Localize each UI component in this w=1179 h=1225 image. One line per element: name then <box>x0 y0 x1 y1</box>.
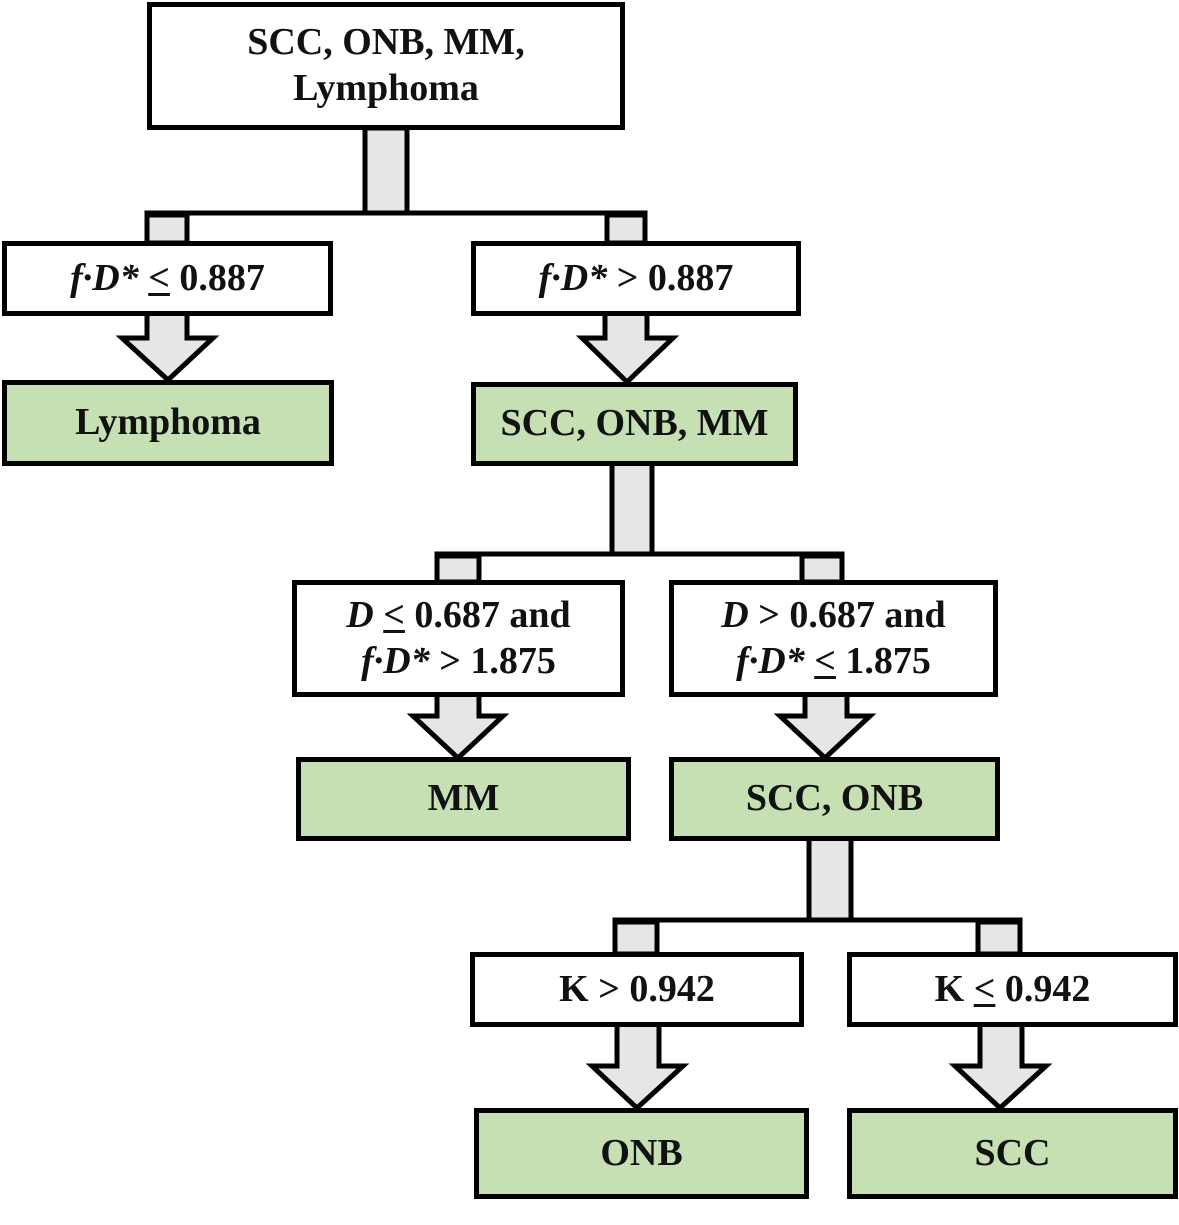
condition-value: 0.887 <box>179 256 265 299</box>
root-node: SCC, ONB, MM, Lymphoma <box>147 2 625 130</box>
level2-stem-connector <box>609 460 655 557</box>
level3-split-connector <box>612 917 1023 954</box>
condition-operator: < <box>383 593 405 636</box>
condition-node-l3-right: K < 0.942 <box>847 952 1178 1027</box>
condition-value: 0.887 <box>647 256 734 299</box>
condition-value: 1.875 <box>470 639 556 682</box>
condition-operator: < <box>148 256 170 299</box>
level3-stem-connector <box>806 835 854 923</box>
condition-variable: f·D* <box>538 256 608 299</box>
result-label: Lymphoma <box>75 401 261 444</box>
level1-right-tab <box>604 212 648 246</box>
root-node-line2: Lymphoma <box>293 67 479 109</box>
root-node-line1: SCC, ONB, MM, <box>247 21 525 64</box>
result-node-scc-onb-mm: SCC, ONB, MM <box>471 382 798 466</box>
result-node-mm: MM <box>296 757 631 841</box>
condition-variable: K <box>934 967 965 1010</box>
level2-split-connector <box>434 551 845 582</box>
condition-operator: > <box>616 256 639 299</box>
level2-left-arrow-icon <box>406 691 510 762</box>
result-label: MM <box>427 777 500 820</box>
level1-left-arrow-icon <box>115 310 220 384</box>
level3-right-tab <box>975 919 1023 957</box>
condition-value: 0.942 <box>629 967 715 1010</box>
result-label: SCC, ONB <box>745 777 924 820</box>
result-label: SCC <box>974 1131 1051 1174</box>
level2-right-tab <box>799 553 845 585</box>
condition-operator: < <box>973 967 996 1010</box>
condition-node-l2-left: D < 0.687 and f·D* > 1.875 <box>292 580 625 697</box>
condition-value: 0.942 <box>1004 967 1091 1010</box>
condition-value: 0.687 and <box>789 593 946 636</box>
result-node-scc: SCC <box>847 1108 1178 1199</box>
level3-left-tab <box>612 919 660 957</box>
condition-operator: > <box>439 639 461 682</box>
result-node-onb: ONB <box>474 1108 809 1199</box>
level1-left-tab <box>144 212 190 246</box>
condition-variable: f·D* <box>361 639 430 682</box>
level1-split-connector <box>144 210 648 243</box>
level3-left-arrow-icon <box>585 1021 690 1112</box>
condition-node-l3-left: K > 0.942 <box>470 952 804 1027</box>
condition-variable: f·D* <box>736 639 805 682</box>
level2-left-tab <box>434 553 482 585</box>
level3-right-arrow-icon <box>948 1021 1053 1112</box>
condition-node-l2-right: D > 0.687 and f·D* < 1.875 <box>669 580 998 697</box>
condition-value: 1.875 <box>845 639 931 682</box>
condition-variable: f·D* <box>70 256 139 299</box>
condition-operator: > <box>758 593 780 636</box>
result-node-scc-onb: SCC, ONB <box>669 757 1000 841</box>
condition-node-l1-left: f·D* < 0.887 <box>2 241 333 316</box>
condition-variable: D <box>346 593 374 636</box>
result-label: SCC, ONB, MM <box>500 402 769 445</box>
root-stem-connector <box>362 125 410 216</box>
level1-right-arrow-icon <box>575 310 680 386</box>
level2-right-arrow-icon <box>773 691 877 762</box>
condition-variable: K <box>559 967 589 1010</box>
condition-variable: D <box>721 593 749 636</box>
condition-operator: < <box>814 639 836 682</box>
condition-operator: > <box>598 967 620 1010</box>
result-label: ONB <box>600 1131 683 1174</box>
condition-node-l1-right: f·D* > 0.887 <box>471 241 801 316</box>
condition-value: 0.687 and <box>414 593 571 636</box>
result-node-lymphoma: Lymphoma <box>2 380 334 466</box>
